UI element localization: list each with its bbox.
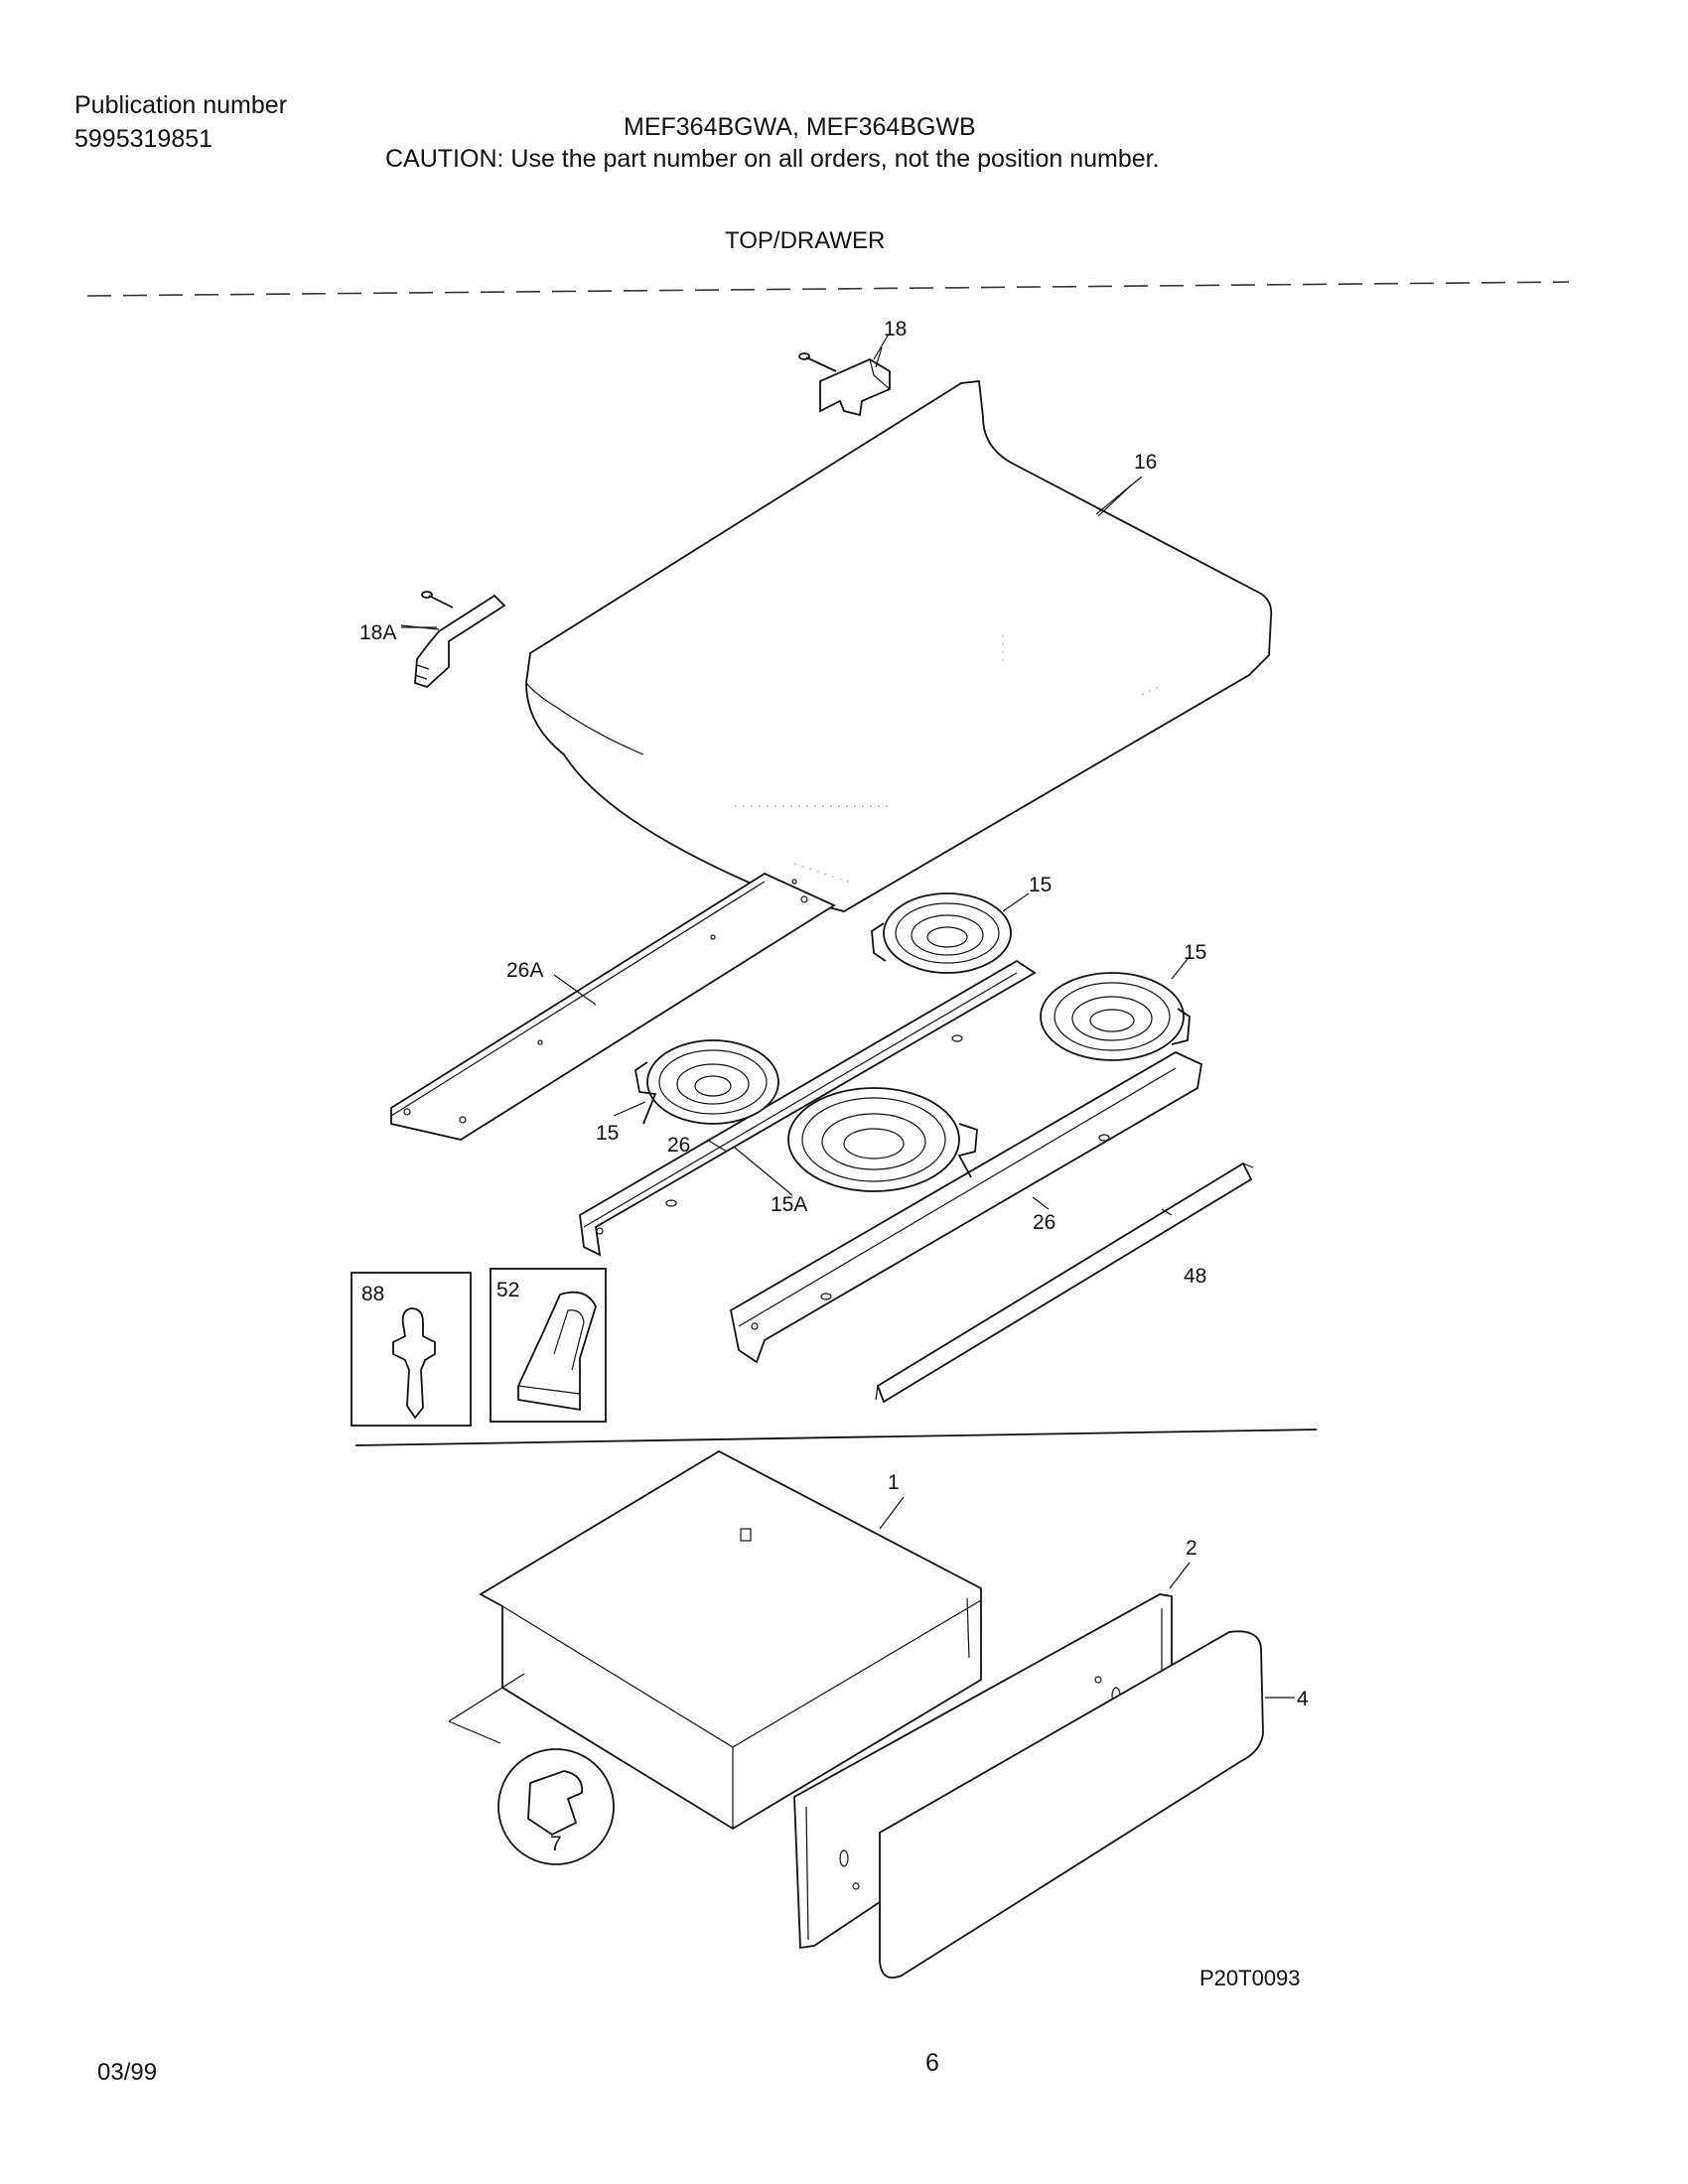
callout-15A: 15A [771,1193,807,1216]
part-7-drawer-glide-detail [448,1673,615,1865]
caution-note: CAUTION: Use the part number on all orde… [385,145,1160,173]
part-18A-bracket [400,591,506,689]
callout-4: 4 [1297,1688,1309,1710]
callout-16: 16 [1134,451,1157,474]
part-15-element-rear-left [871,892,1012,974]
inset-part-88 [351,1272,472,1427]
part-26A-rail [390,872,836,1141]
publication-label: Publication number [74,91,288,119]
section-title: TOP/DRAWER [725,227,886,254]
callout-15-rear-right: 15 [1184,941,1206,964]
callout-18A: 18A [359,621,396,644]
publication-number: 5995319851 [74,125,213,153]
part-1-drawer-box [479,1449,982,1831]
callout-48: 48 [1184,1265,1206,1288]
model-numbers: MEF364BGWA, MEF364BGWB [624,113,976,141]
callout-15-rear-left: 15 [1029,874,1052,896]
part-48-trim-strip [875,1161,1254,1404]
part-26-support-bar-lower [729,1050,1203,1364]
leader-lines [401,335,1189,1196]
callout-18: 18 [884,318,907,341]
part-4-drawer-panel [879,1630,1295,1979]
page-number: 6 [925,2049,939,2077]
callout-26A: 26A [506,959,543,982]
part-15-element-front-left [634,1039,779,1125]
part-16-cooktop [525,380,1273,912]
callout-26-lower: 26 [1033,1211,1055,1234]
figure-code: P20T0093 [1199,1966,1301,1990]
callout-15-front-left: 15 [596,1122,619,1145]
part-26-support-bar-upper [579,959,1037,1257]
callout-2: 2 [1186,1537,1197,1560]
section-divider-solid [354,1429,1318,1446]
part-15A-element-large [787,1087,978,1192]
callout-7: 7 [550,1833,562,1855]
section-divider-dashed [86,281,1570,297]
part-18-bracket [798,346,891,417]
callout-1: 1 [888,1471,900,1494]
callout-26-upper: 26 [667,1134,690,1157]
callout-52: 52 [496,1279,519,1301]
part-15-element-rear-right [1040,972,1191,1061]
footer-date: 03/99 [97,2059,158,2086]
callout-88: 88 [361,1283,384,1305]
inset-part-52 [490,1268,607,1423]
